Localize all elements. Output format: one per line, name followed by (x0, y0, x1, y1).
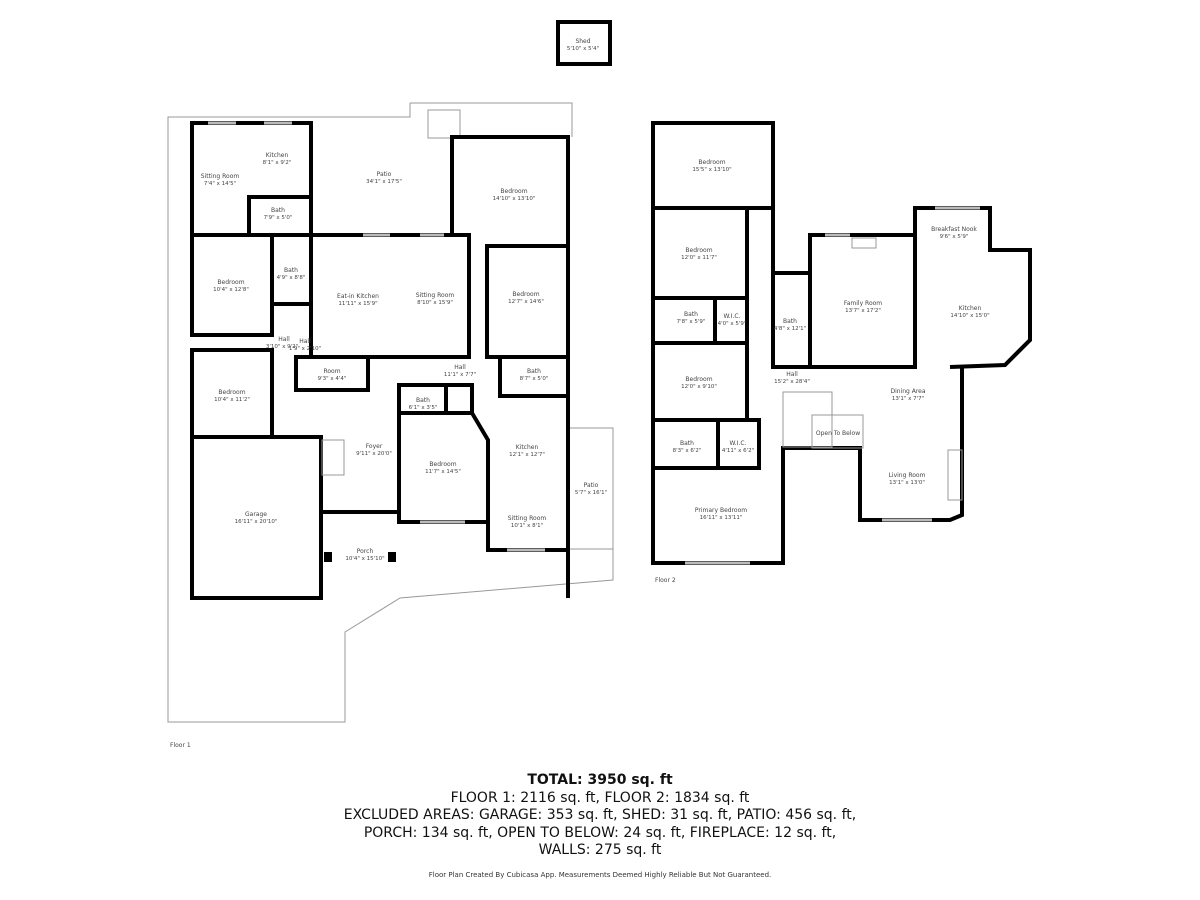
room-dims: 13'1" x 7'7" (892, 396, 924, 402)
room-name: Kitchen (959, 305, 982, 312)
room-dims: 10'1" x 8'1" (511, 523, 543, 529)
room-dims: 13'7" x 17'2" (845, 308, 881, 314)
summary-line: WALLS: 275 sq. ft (538, 842, 662, 858)
room-name: Porch (357, 548, 374, 555)
room-dims: 8'3" x 6'2" (673, 448, 702, 454)
shed (556, 20, 612, 66)
floor-1-plan (167, 20, 614, 723)
summary-line: EXCLUDED AREAS: GARAGE: 353 sq. ft, SHED… (343, 807, 857, 823)
room-name: Bedroom (685, 247, 712, 254)
room-dims: 12'1" x 12'7" (509, 452, 545, 458)
room-dims: 11'7" x 14'5" (425, 469, 461, 475)
room-name: Bedroom (698, 159, 725, 166)
room-name: Patio (377, 171, 392, 178)
room-name: Bath (684, 311, 698, 318)
room-dims: 6'1" x 3'5" (409, 405, 438, 411)
room-name: Hall (299, 338, 311, 345)
room-name: Room (323, 368, 340, 375)
room-dims: 14'10" x 13'10" (493, 196, 536, 202)
room-name: Foyer (366, 443, 383, 450)
room-name: Primary Bedroom (695, 507, 747, 514)
room-name: Kitchen (266, 152, 289, 159)
room-name: Bath (271, 207, 285, 214)
room-name: Living Room (889, 472, 926, 479)
room-dims: 10'4" x 12'8" (213, 287, 249, 293)
room-dims: 9'6" x 5'9" (940, 234, 969, 240)
room-dims: 8'1" x 9'2" (263, 160, 292, 166)
room-dims: 14'10" x 15'0" (950, 313, 989, 319)
room-dims: 16'11" x 13'11" (700, 515, 743, 521)
room-name: Bedroom (429, 461, 456, 468)
room-dims: 8'10" x 15'9" (417, 300, 453, 306)
room-dims: 7'9" x 5'0" (264, 215, 293, 221)
room-dims: 1'9" x 2'10" (289, 346, 321, 352)
summary-line: FLOOR 1: 2116 sq. ft, FLOOR 2: 1834 sq. … (450, 789, 750, 806)
room-dims: 7'4" x 14'5" (204, 181, 236, 187)
room-dims: 12'7" x 14'6" (508, 299, 544, 305)
room-name: Dining Area (890, 388, 925, 395)
room-dims: 11'11" x 15'9" (338, 301, 377, 307)
summary-line: PORCH: 134 sq. ft, OPEN TO BELOW: 24 sq.… (363, 824, 837, 841)
room-dims: 3'10" x 9'2" (266, 344, 298, 350)
room-name: Open To Below (816, 430, 860, 437)
room-name: Bedroom (685, 376, 712, 383)
room-dims: 4'9" x 8'8" (277, 275, 306, 281)
room-name: Bath (284, 267, 298, 274)
room-name: Bath (783, 318, 797, 325)
floor-1-label: Floor 1 (170, 742, 191, 749)
room-dims: 16'11" x 20'10" (235, 519, 278, 525)
room-name: Eat-in Kitchen (337, 293, 379, 300)
total-area: TOTAL: 3950 sq. ft (527, 772, 673, 788)
room-name: W.I.C. (724, 313, 741, 320)
room-dims: 7'8" x 5'9" (677, 319, 706, 325)
room-dims: 15'2" x 28'4" (774, 379, 810, 385)
room-name: Bedroom (217, 279, 244, 286)
room-dims: 12'0" x 9'10" (681, 384, 717, 390)
room-name: Patio (584, 482, 599, 489)
room-dims: 12'0" x 11'7" (681, 255, 717, 261)
room-name: W.I.C. (730, 440, 747, 447)
room-dims: 11'1" x 7'7" (444, 372, 476, 378)
room-name: Sitting Room (416, 292, 455, 299)
room-dims: 34'1" x 17'5" (366, 179, 402, 185)
room-dims: 13'1" x 13'0" (889, 480, 925, 486)
room-dims: 9'3" x 4'4" (318, 376, 347, 382)
area-summary: TOTAL: 3950 sq. ft FLOOR 1: 2116 sq. ft,… (0, 772, 1200, 860)
room-name: Bedroom (218, 389, 245, 396)
room-dims: 5'10" x 5'4" (567, 46, 599, 52)
room-name: Sitting Room (508, 515, 547, 522)
room-name: Bath (416, 397, 430, 404)
disclaimer: Floor Plan Created By Cubicasa App. Meas… (428, 871, 772, 879)
room-dims: 5'7" x 16'1" (575, 490, 607, 496)
room-name: Garage (245, 511, 267, 518)
open-to-below (811, 414, 864, 449)
room-name: Bedroom (500, 188, 527, 195)
room-name: Shed (575, 38, 590, 45)
room-name: Bath (527, 368, 541, 375)
room-name: Hall (786, 371, 798, 378)
room-dims: 10'4" x 15'10" (345, 556, 384, 562)
floor-2-plan (651, 121, 1032, 565)
room-name: Sitting Room (201, 173, 240, 180)
room-dims: 4'0" x 5'9" (718, 321, 747, 327)
floor-2-label: Floor 2 (655, 577, 676, 584)
room-name: Family Room (844, 300, 882, 307)
room-name: Bedroom (512, 291, 539, 298)
room-dims: 4'11" x 6'2" (722, 448, 754, 454)
room-dims: 10'4" x 11'2" (214, 397, 250, 403)
room-name: Bath (680, 440, 694, 447)
room-name: Hall (454, 364, 466, 371)
room-name: Hall (278, 336, 290, 343)
room-name: Breakfast Nook (931, 226, 977, 233)
room-dims: 8'7" x 5'0" (520, 376, 549, 382)
room-dims: 4'8" x 12'1" (774, 326, 806, 332)
room-dims: 15'5" x 13'10" (692, 167, 731, 173)
room-dims: 9'11" x 20'0" (356, 451, 392, 457)
room-name: Kitchen (516, 444, 539, 451)
